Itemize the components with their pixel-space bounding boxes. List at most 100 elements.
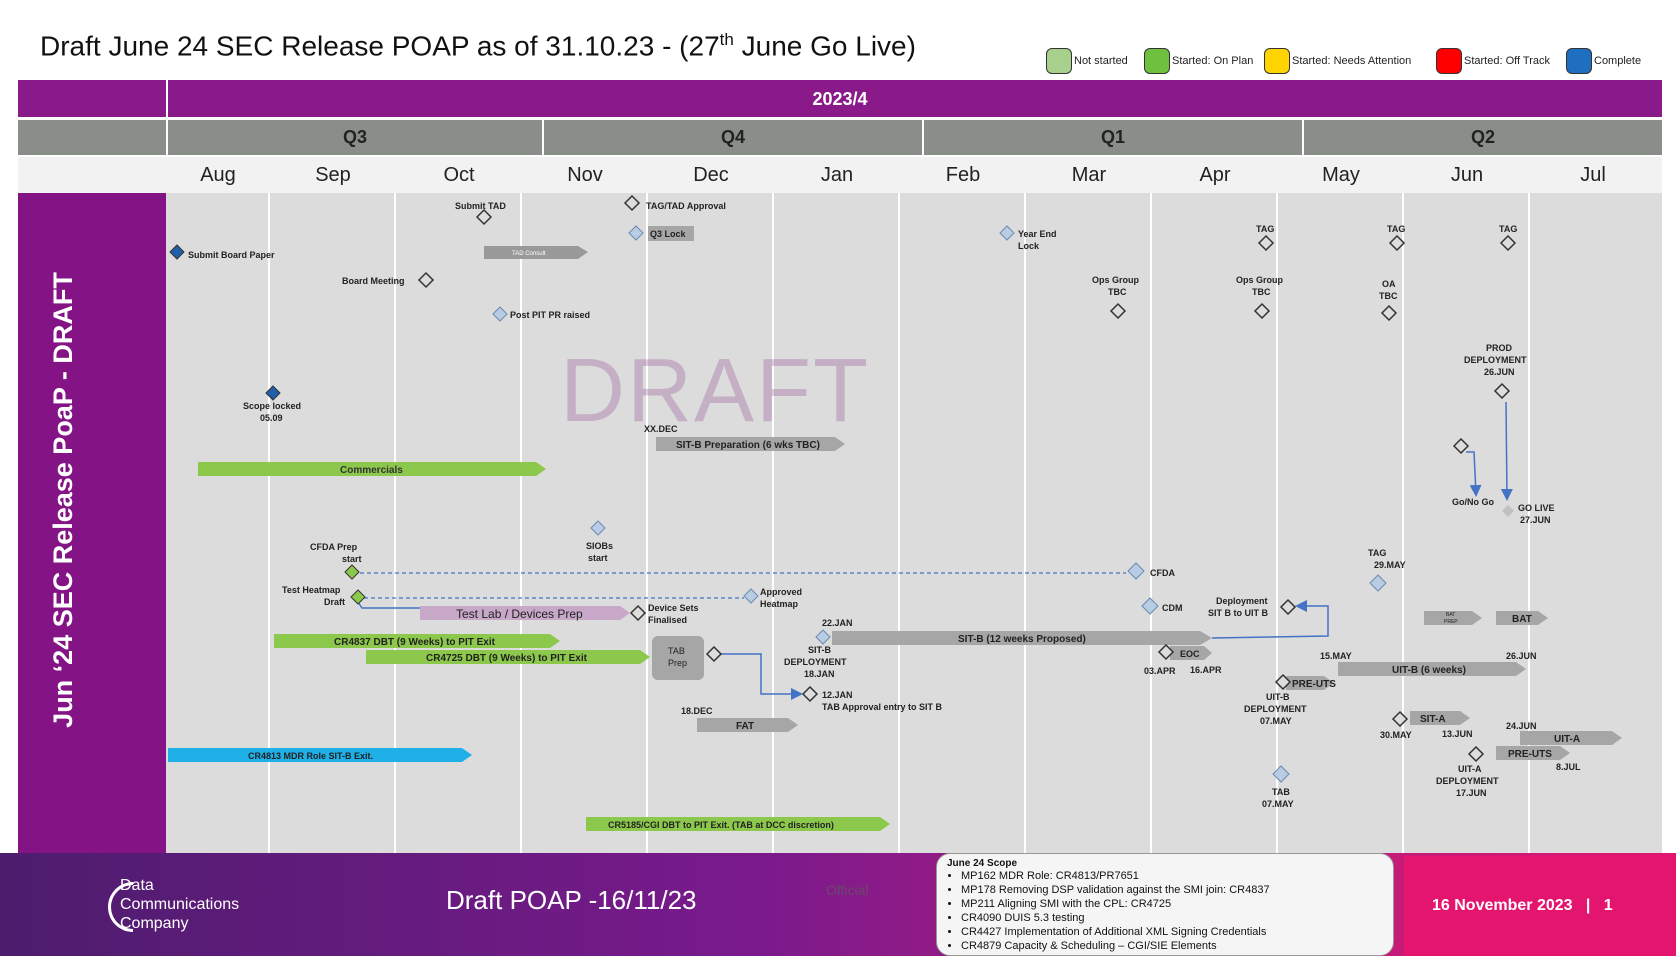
uitb-deploy-label-2: DEPLOYMENT (1244, 704, 1307, 714)
uita-deploy-label-1: UIT-A (1458, 764, 1482, 774)
tab-approval-label: TAB Approval entry to SIT B (822, 702, 943, 712)
cfda-prep-label-2: start (342, 554, 362, 564)
xx-dec-label: XX.DEC (644, 424, 678, 434)
device-sets-label-2: Finalised (648, 615, 687, 625)
may15-label: 15.MAY (1320, 651, 1352, 661)
tab-prep-label-1: TAB (668, 646, 685, 656)
quarter-q1: Q1 (922, 120, 1302, 155)
sitb-deploy-label-2: DEPLOYMENT (784, 657, 847, 667)
month-row: Aug Sep Oct Nov Dec Jan Feb Mar Apr May … (18, 157, 1662, 193)
tag-29may-label-1: TAG (1368, 548, 1386, 558)
sita-bar (1410, 711, 1470, 725)
tab-may-label-1: TAB (1272, 787, 1290, 797)
month-jun: Jun (1450, 164, 1484, 186)
jun24-label: 24.JUN (1506, 721, 1537, 731)
tab-may-diamond (1272, 765, 1290, 783)
go-live-label-1: GO LIVE (1518, 503, 1555, 513)
sitb-12-bar (832, 631, 1212, 645)
deploy-sitb-label-1: Deployment (1216, 596, 1268, 606)
board-meeting-diamond (417, 271, 435, 289)
month-mar: Mar (1071, 164, 1107, 186)
sitb-deploy-label-1: SIT-B (808, 645, 832, 655)
footer-date: 16 November 2023 | 1 (1432, 897, 1613, 914)
official-label: Official (826, 882, 869, 898)
tag-29may-diamond (1369, 574, 1387, 592)
prod-deployment-diamond (1493, 382, 1511, 400)
month-apr: Apr (1199, 164, 1231, 186)
sitb-12-label: SIT-B (12 weeks Proposed) (958, 634, 1086, 645)
date-box (1404, 856, 1676, 956)
legend-on-plan: Started: On Plan (1144, 48, 1253, 74)
bat-prep-label-1: BAT (1446, 612, 1455, 618)
uitb-deployment-diamond (1274, 673, 1292, 691)
eoc-bar (1170, 646, 1212, 660)
bat-label: BAT (1512, 614, 1532, 625)
tad-consult-label: TAD Consult (512, 251, 546, 257)
milestone-diamonds (169, 194, 1517, 783)
jan22-label: 22.JAN (822, 618, 853, 628)
pre-uts2-bar (1496, 746, 1570, 760)
cfda-prep-diamond (344, 564, 360, 580)
submit-board-paper-label: Submit Board Paper (188, 250, 275, 260)
uita-deploy-label-2: DEPLOYMENT (1436, 776, 1499, 786)
sita-label: SIT-A (1420, 714, 1446, 725)
tag-jun-diamond (1499, 234, 1517, 252)
approved-heatmap-label-1: Approved (760, 587, 802, 597)
bat-bar (1496, 611, 1548, 625)
post-pit-label: Post PIT PR raised (510, 310, 590, 320)
submit-board-paper-diamond (169, 244, 185, 260)
quarter-q3: Q3 (166, 120, 542, 155)
deployment-sitb-diamond (1279, 598, 1297, 616)
quarter-q2: Q2 (1302, 120, 1662, 155)
jul8-label: 8.JUL (1556, 762, 1581, 772)
legend-off-track: Started: Off Track (1436, 48, 1550, 74)
approved-heatmap-label-2: Heatmap (760, 599, 799, 609)
siobs-label-1: SIOBs (586, 541, 613, 551)
sitb-prep-bar (656, 437, 845, 451)
scope-item: MP178 Removing DSP validation against th… (961, 883, 1383, 897)
month-sep: Sep (315, 164, 351, 186)
uitb-deploy-label-1: UIT-B (1266, 692, 1290, 702)
tag-may-label: TAG (1387, 224, 1405, 234)
sitb-prep-label: SIT-B Preparation (6 wks TBC) (676, 440, 820, 451)
month-aug: Aug (200, 164, 236, 186)
month-nov: Nov (567, 164, 603, 186)
cdm-label: CDM (1162, 603, 1183, 613)
tag-apr-diamond (1257, 234, 1275, 252)
apr16-label: 16.APR (1190, 665, 1222, 675)
test-heatmap-label-1: Test Heatmap (282, 585, 341, 595)
scope-item: CR4427 Implementation of Additional XML … (961, 925, 1383, 939)
uitb-bar (1338, 662, 1526, 676)
side-panel (18, 193, 166, 853)
legend-needs-attention: Started: Needs Attention (1264, 48, 1411, 74)
scope-locked-label-2: 05.09 (260, 413, 283, 423)
year-header: 2023/4 (18, 80, 1662, 117)
cdm-diamond (1141, 597, 1159, 615)
submit-tad-diamond (475, 208, 493, 226)
cfda-label: CFDA (1150, 568, 1175, 578)
legend-not-started: Not started (1046, 48, 1128, 74)
scope-box: June 24 Scope MP162 MDR Role: CR4813/PR7… (936, 853, 1394, 956)
draft-watermark: DRAFT (560, 341, 870, 441)
legend-complete: Complete (1566, 48, 1641, 74)
tab-prep-diamond (705, 645, 723, 663)
oa-label-2: TBC (1379, 291, 1398, 301)
ops-group-apr-label-1: Ops Group (1236, 275, 1284, 285)
go-nogo-diamond (1452, 437, 1470, 455)
test-heatmap-label-2: Draft (324, 597, 345, 607)
month-oct: Oct (443, 164, 475, 186)
tag-29may-label-2: 29.MAY (1374, 560, 1406, 570)
tag-tad-approval-label: TAG/TAD Approval (646, 201, 726, 211)
tag-apr-label: TAG (1256, 224, 1274, 234)
sitb-deploy-label-3: 18.JAN (804, 669, 835, 679)
uita-label: UIT-A (1554, 734, 1580, 745)
commercials-bar (198, 462, 546, 476)
prod-label-2: DEPLOYMENT (1464, 355, 1527, 365)
ops-group-apr-diamond (1253, 302, 1271, 320)
jun13-label: 13.JUN (1442, 729, 1473, 739)
gantt-grid (166, 193, 1662, 853)
footer (0, 853, 1676, 956)
year-end-label-1: Year End (1018, 229, 1057, 239)
